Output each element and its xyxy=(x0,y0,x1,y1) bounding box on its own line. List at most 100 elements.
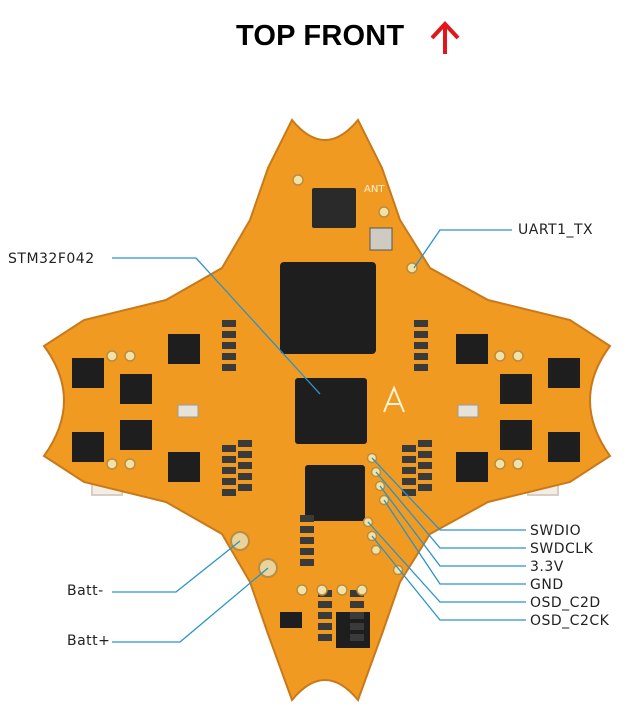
solder-pad xyxy=(336,584,348,596)
solder-pad xyxy=(512,458,524,470)
leader-mcu xyxy=(112,257,321,395)
label-osd-c2d: OSD_C2D xyxy=(530,595,601,611)
mosfet-l3 xyxy=(168,334,200,364)
capacitor-white xyxy=(177,404,199,418)
mcu-chip xyxy=(295,378,367,444)
solder-pad xyxy=(406,262,418,274)
capacitor xyxy=(222,353,236,360)
capacitor xyxy=(238,473,252,480)
capacitor xyxy=(300,537,314,544)
label-mcu: STM32F042 xyxy=(8,251,95,267)
capacitor xyxy=(222,478,236,485)
label-swdclk: SWDCLK xyxy=(530,541,594,557)
leader-lines xyxy=(112,229,526,643)
leader-pin-1 xyxy=(375,471,526,549)
mosfet-l4 xyxy=(72,432,104,462)
capacitor xyxy=(402,489,416,496)
capacitor xyxy=(238,462,252,469)
capacitor xyxy=(318,601,332,608)
capacitor xyxy=(238,440,252,447)
capacitor xyxy=(414,342,428,349)
title-text: TOP FRONT xyxy=(236,20,405,52)
mosfet-r6 xyxy=(456,452,488,482)
capacitor xyxy=(414,353,428,360)
label-swdio: SWDIO xyxy=(530,523,582,539)
capacitor xyxy=(350,623,364,630)
solder-pad xyxy=(106,458,118,470)
capacitor xyxy=(350,601,364,608)
solder-pad xyxy=(316,584,328,596)
capacitor xyxy=(222,320,236,327)
capacitor xyxy=(418,473,432,480)
capacitor xyxy=(300,526,314,533)
capacitor xyxy=(350,612,364,619)
capacitor xyxy=(418,462,432,469)
solder-pad xyxy=(124,458,136,470)
capacitor xyxy=(222,456,236,463)
up-arrow-icon xyxy=(430,21,460,54)
solder-pad xyxy=(292,174,304,186)
capacitor xyxy=(300,559,314,566)
solder-pad xyxy=(106,350,118,362)
leader-batt-neg xyxy=(112,540,241,593)
capacitor xyxy=(222,445,236,452)
capacitor xyxy=(402,445,416,452)
mosfet-l2 xyxy=(120,374,152,404)
capacitor xyxy=(414,331,428,338)
leader-batt-pos xyxy=(112,567,269,643)
mosfet-l5 xyxy=(120,420,152,450)
leader-uart xyxy=(413,229,512,269)
capacitor xyxy=(402,478,416,485)
mosfet-r5 xyxy=(500,420,532,450)
capacitor xyxy=(318,634,332,641)
capacitor xyxy=(300,548,314,555)
leader-pin-0 xyxy=(371,457,526,531)
mosfet-r1 xyxy=(548,358,580,388)
label-uart: UART1_TX xyxy=(518,222,594,238)
capacitor-white xyxy=(457,404,479,418)
capacitor xyxy=(238,451,252,458)
capacitor xyxy=(402,467,416,474)
leader-pin-5 xyxy=(371,535,526,621)
label-gnd: GND xyxy=(530,577,564,593)
capacitor xyxy=(238,484,252,491)
capacitor xyxy=(222,364,236,371)
capacitor xyxy=(222,342,236,349)
capacitor xyxy=(318,623,332,630)
solder-pad xyxy=(512,350,524,362)
capacitor xyxy=(350,634,364,641)
leader-pin-3 xyxy=(383,499,526,585)
passive-components xyxy=(177,320,479,641)
capacitor xyxy=(222,489,236,496)
capacitor xyxy=(222,467,236,474)
direction-mark xyxy=(383,385,405,413)
capacitor xyxy=(300,515,314,522)
capacitor xyxy=(414,364,428,371)
solder-pad xyxy=(378,206,390,218)
capacitor xyxy=(418,451,432,458)
osd-chip xyxy=(280,262,376,354)
esc-chip xyxy=(305,465,365,521)
label-3v3: 3.3V xyxy=(530,559,564,575)
capacitor xyxy=(350,590,364,597)
capacitor xyxy=(402,456,416,463)
leader-pin-4 xyxy=(367,521,526,603)
mosfet-r4 xyxy=(548,432,580,462)
mosfet-l6 xyxy=(168,452,200,482)
label-osd-c2ck: OSD_C2CK xyxy=(530,613,610,629)
diode-chip xyxy=(280,612,302,628)
pin-pad xyxy=(370,544,382,556)
pin-pad xyxy=(392,564,404,576)
page-title: TOP FRONT xyxy=(236,20,404,53)
mosfet-r3 xyxy=(456,334,488,364)
capacitor xyxy=(418,484,432,491)
mosfet-r2 xyxy=(500,374,532,404)
capacitor xyxy=(222,331,236,338)
capacitor xyxy=(318,612,332,619)
solder-pad xyxy=(494,350,506,362)
leader-pin-2 xyxy=(379,485,526,567)
crystal xyxy=(369,227,393,251)
capacitor xyxy=(414,320,428,327)
